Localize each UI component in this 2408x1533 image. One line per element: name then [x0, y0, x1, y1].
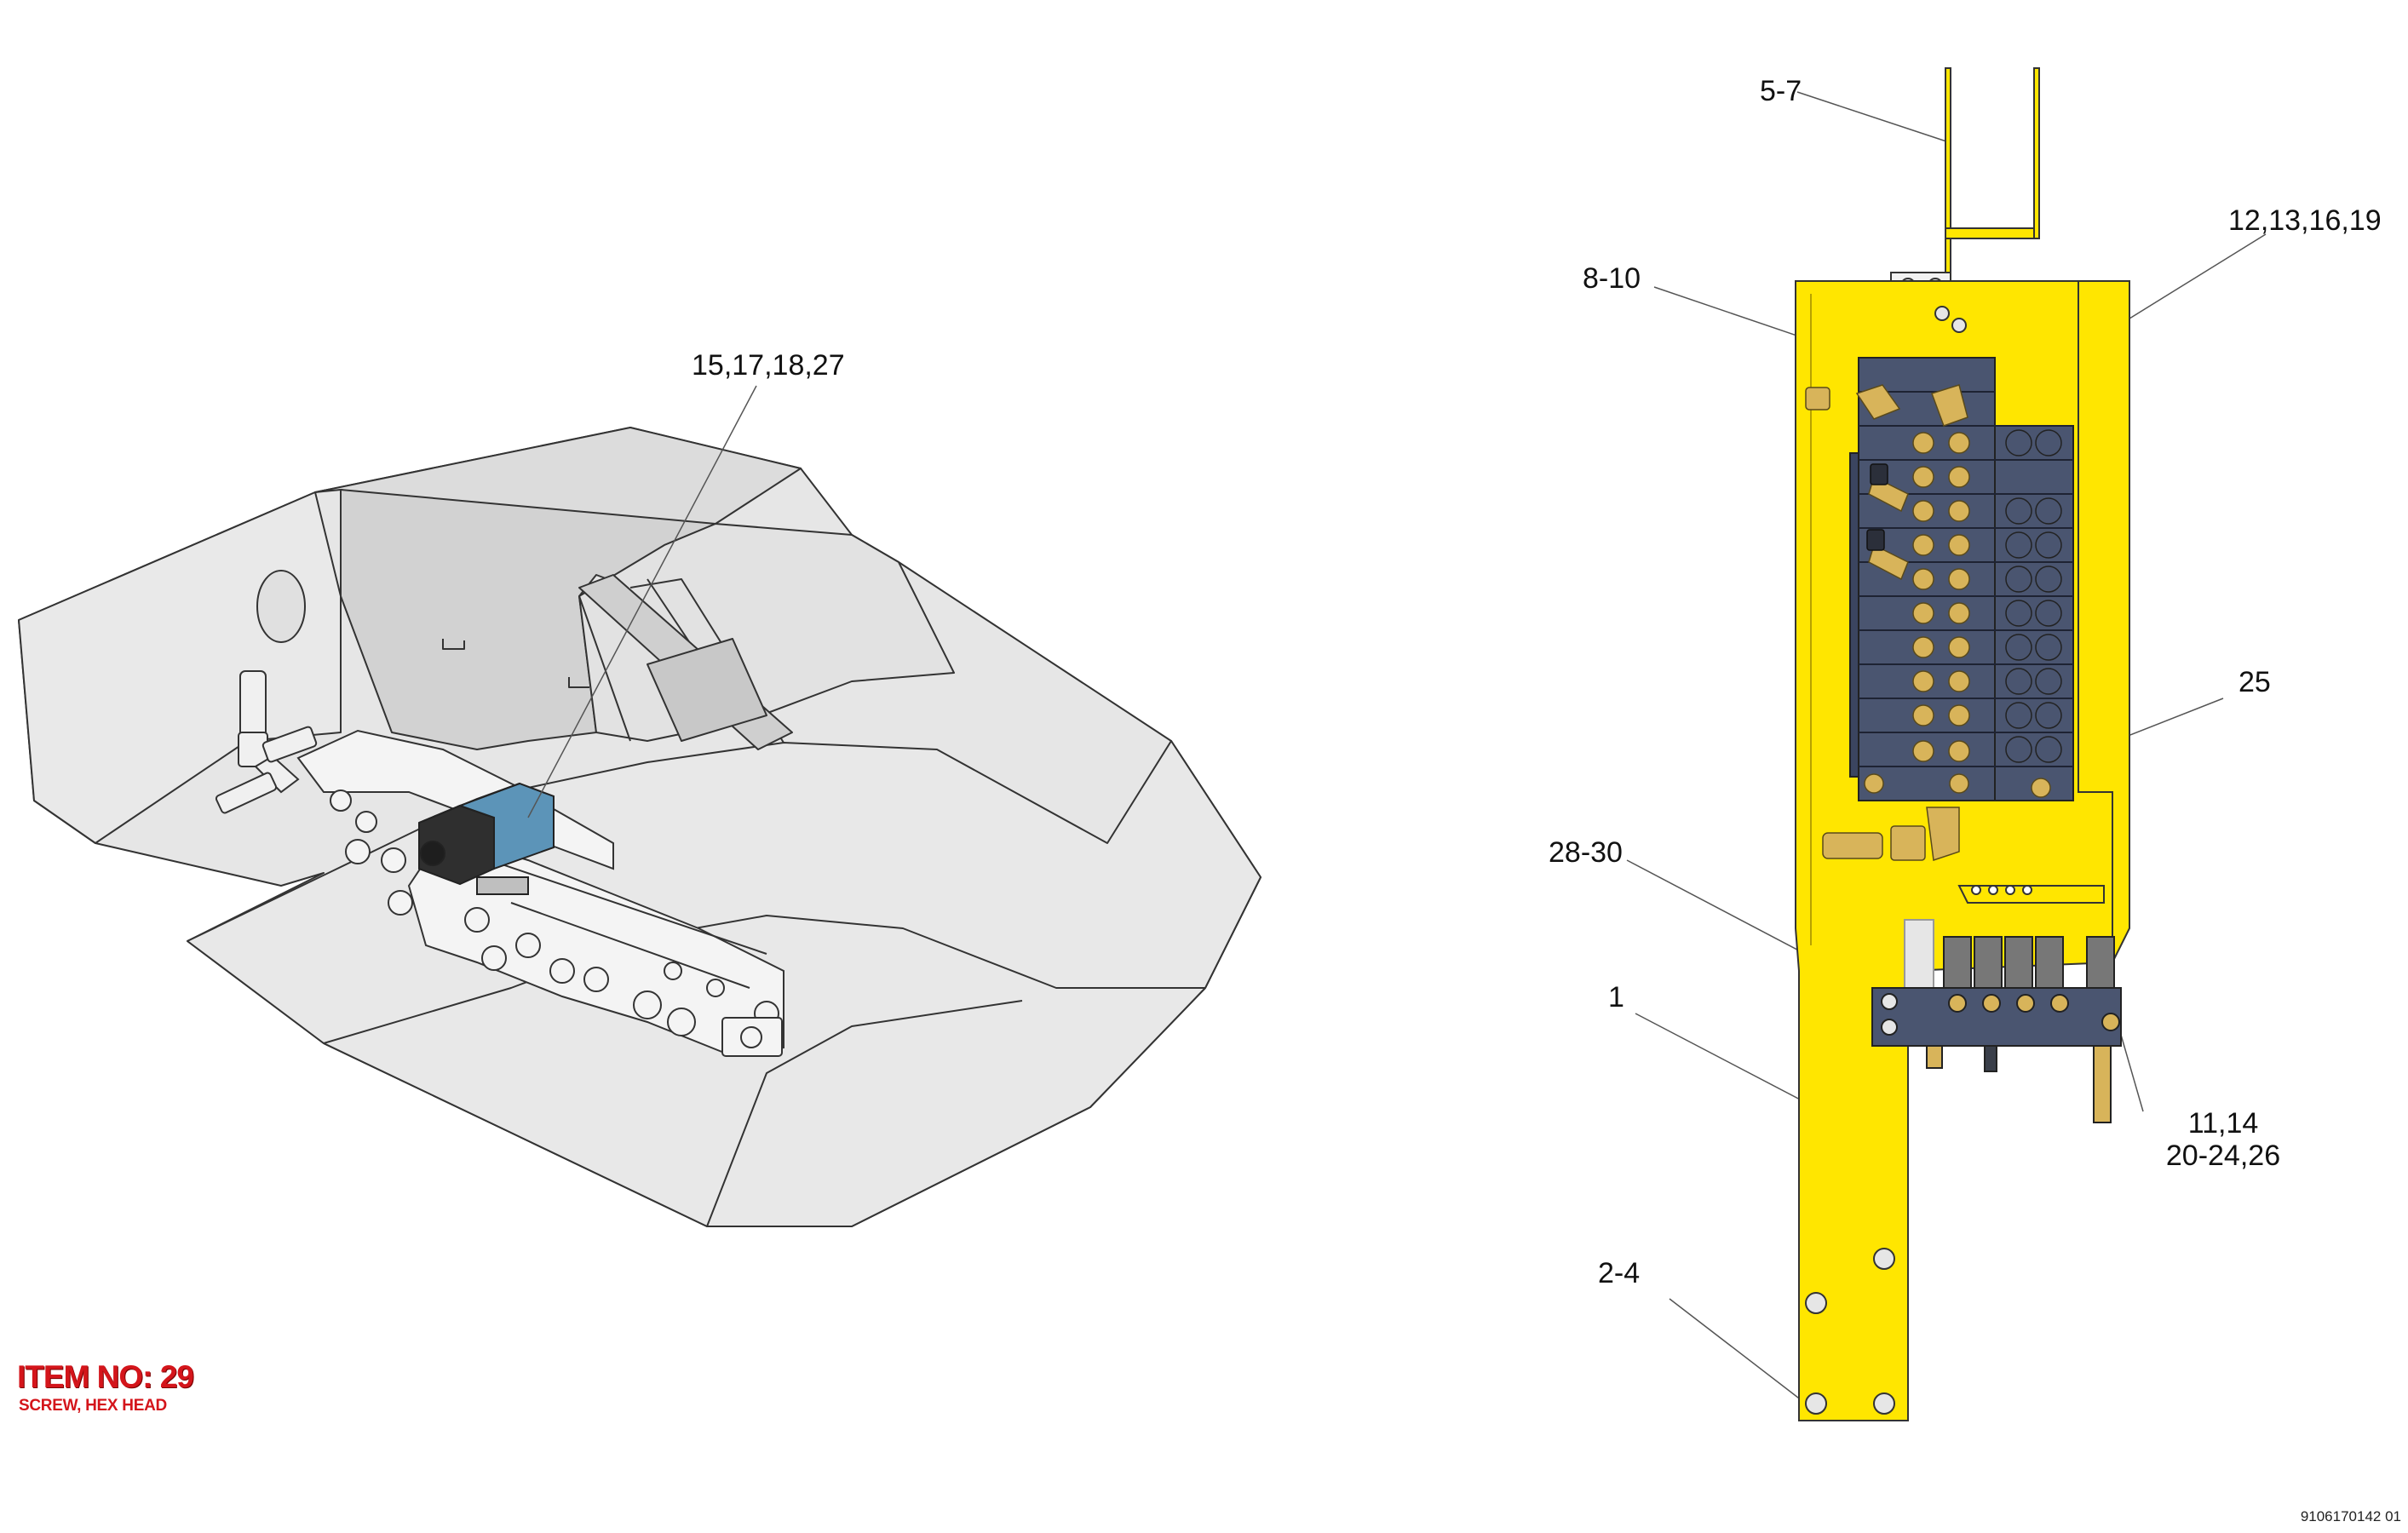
right-valve-block	[721, 1017, 783, 1057]
callout-manifold: 11,14 20-24,26	[2147, 1107, 2300, 1172]
solenoid-valve	[418, 782, 555, 895]
callout-fasteners-lower: 28-30	[1549, 836, 1623, 869]
callout-manifold-line2: 20-24,26	[2165, 1140, 2281, 1172]
lower-manifold	[1871, 936, 2122, 1123]
item-description: SCREW, HEX HEAD	[19, 1397, 167, 1415]
item-number-title: ITEM NO: 29	[17, 1359, 194, 1394]
callout-fitting: 25	[2238, 666, 2271, 698]
callout-base-bolts: 2-4	[1598, 1257, 1641, 1289]
leader-base-bolts	[1669, 1298, 1807, 1404]
mounting-bracket	[1890, 67, 2040, 299]
valve-stack-ports	[2005, 429, 2062, 763]
leader-panel	[1635, 1013, 1824, 1112]
leader-bracket	[1796, 91, 1947, 142]
callout-valve-stack: 12,13,16,19	[2228, 204, 2382, 237]
drawing-number: 9106170142 01	[2300, 1508, 2401, 1524]
machine-housing-iso	[18, 427, 1261, 1227]
callout-left-valve: 15,17,18,27	[692, 349, 845, 382]
solenoid-connectors	[1866, 463, 1888, 551]
leader-manifold	[2120, 1034, 2144, 1112]
callout-fasteners-top: 8-10	[1583, 262, 1641, 295]
callout-manifold-line1: 11,14	[2187, 1107, 2259, 1140]
callout-bracket: 5-7	[1760, 75, 1802, 107]
left-hose-fitting	[215, 670, 318, 814]
callout-panel: 1	[1608, 981, 1624, 1013]
brass-fittings	[1805, 384, 2051, 861]
leader-left-valve	[527, 385, 757, 818]
